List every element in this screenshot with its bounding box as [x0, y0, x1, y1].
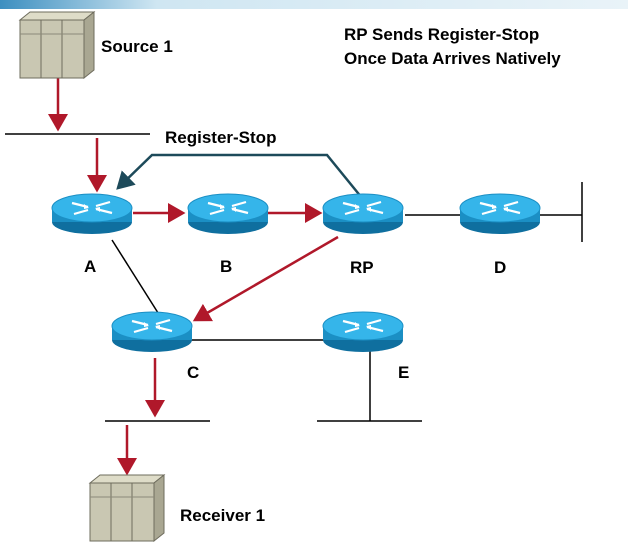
router-rp — [321, 192, 405, 236]
router-a — [50, 192, 134, 236]
source-label: Source 1 — [101, 37, 173, 56]
router-label-e: E — [398, 363, 409, 382]
router-b — [186, 192, 270, 236]
header-band — [0, 0, 628, 9]
router-d — [458, 192, 542, 236]
source-server-icon — [19, 11, 95, 79]
router-e — [321, 310, 405, 354]
receiver-label: Receiver 1 — [180, 506, 265, 525]
data-flow-arrows — [48, 76, 339, 476]
diagram-title-line-1: RP Sends Register-Stop — [344, 25, 539, 44]
router-label-d: D — [494, 258, 506, 277]
router-label-c: C — [187, 363, 199, 382]
receiver-server-icon — [89, 474, 165, 542]
router-label-b: B — [220, 257, 232, 276]
rp-to-c-arrow — [192, 235, 339, 322]
router-label-a: A — [84, 257, 96, 276]
router-c — [110, 310, 194, 354]
router-label-rp: RP — [350, 258, 374, 277]
diagram-title-line-2: Once Data Arrives Natively — [344, 49, 561, 68]
register-stop-arrow — [116, 153, 363, 199]
register-stop-label: Register-Stop — [165, 128, 276, 147]
network-links — [5, 133, 583, 422]
